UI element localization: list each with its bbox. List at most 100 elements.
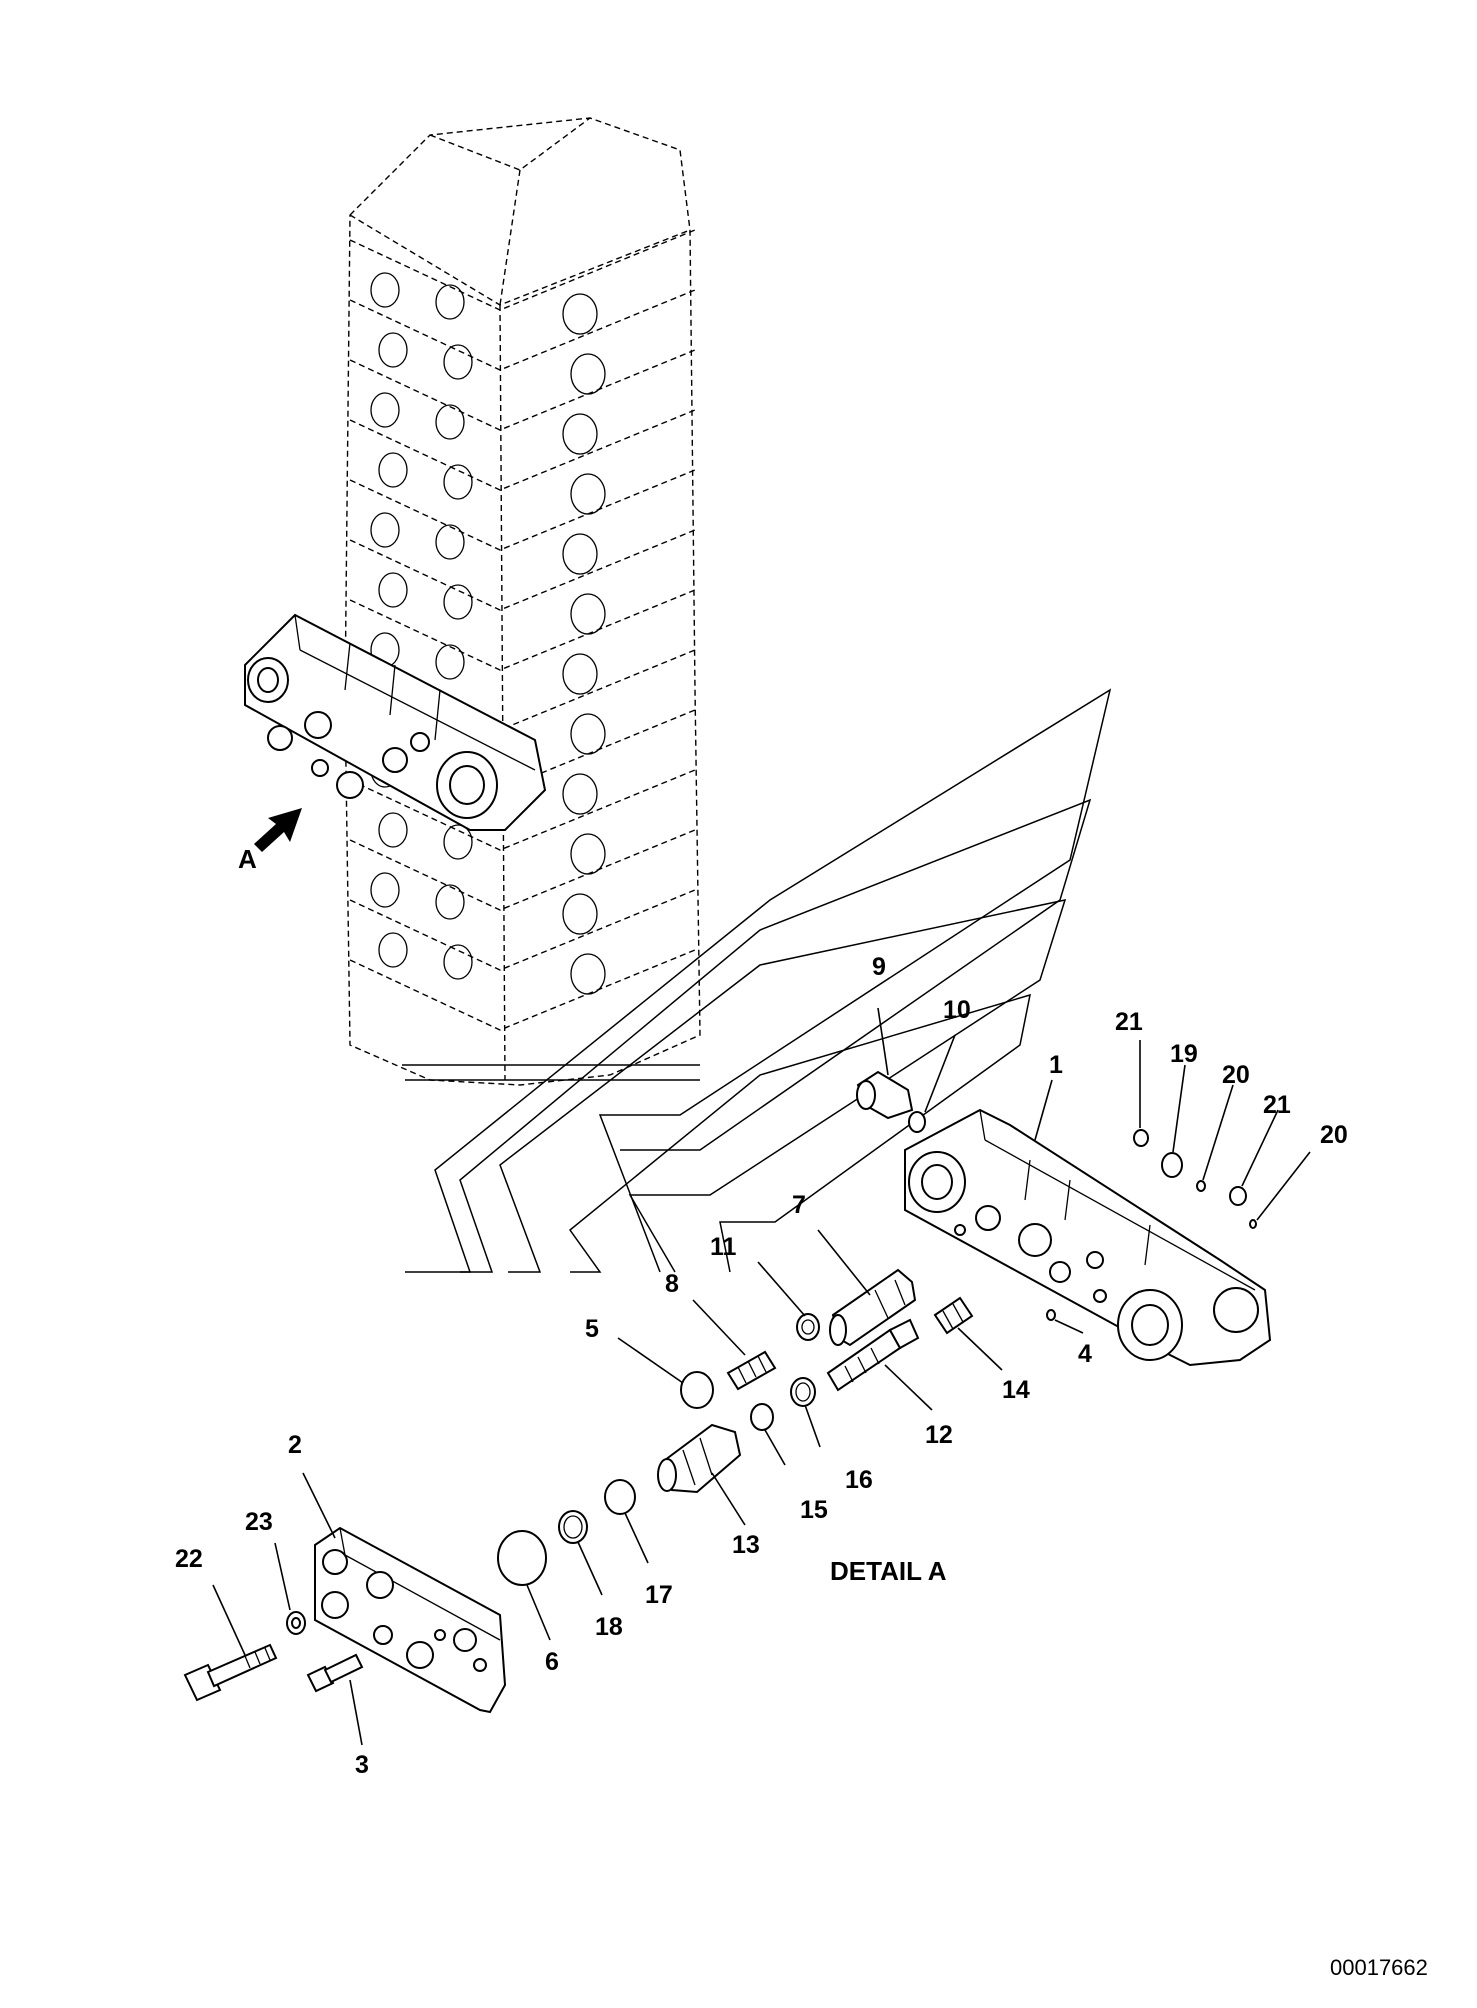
- part-11-ring: [796, 1313, 820, 1341]
- body-port-hole: [570, 713, 606, 755]
- part-1-block: [904, 1108, 1272, 1367]
- callout-2: 2: [288, 1431, 302, 1459]
- callout-10: 10: [943, 996, 971, 1024]
- body-slice-line: [349, 889, 696, 971]
- callout-23: 23: [245, 1508, 273, 1536]
- part-8-spring: [726, 1350, 777, 1391]
- body-port-hole: [435, 284, 465, 320]
- body-port-hole: [378, 332, 408, 368]
- part-16-ring: [790, 1377, 816, 1407]
- callout-12: 12: [925, 1421, 953, 1449]
- body-port-hole: [443, 584, 473, 620]
- part-21-ring-a: [1133, 1129, 1149, 1147]
- body-port-hole: [435, 884, 465, 920]
- callout-17: 17: [645, 1581, 673, 1609]
- part-6-oring: [497, 1530, 547, 1586]
- body-slice-line: [349, 469, 696, 551]
- callout-18: 18: [595, 1613, 623, 1641]
- part-22-bolt: [183, 1643, 278, 1702]
- body-slice-line: [349, 529, 696, 611]
- body-port-hole: [570, 473, 606, 515]
- part-20-ring-b: [1249, 1219, 1257, 1229]
- part-13-plug: [657, 1423, 742, 1494]
- part-17-oring: [604, 1479, 636, 1515]
- body-port-hole: [370, 512, 400, 548]
- part-20-ring-a: [1196, 1180, 1206, 1192]
- body-slice-line: [349, 229, 696, 311]
- callout-6: 6: [545, 1648, 559, 1676]
- view-arrow-a: A: [238, 808, 302, 874]
- part-10-oring: [908, 1111, 926, 1133]
- body-port-hole: [562, 413, 598, 455]
- callout-19: 19: [1170, 1040, 1198, 1068]
- body-port-hole: [570, 353, 606, 395]
- part-4-ring: [1046, 1309, 1056, 1321]
- part-3-bolt: [306, 1653, 364, 1693]
- body-slice-line: [349, 829, 696, 911]
- body-port-hole: [443, 944, 473, 980]
- part-5-seal: [680, 1371, 714, 1409]
- body-slice-line: [349, 949, 696, 1031]
- body-port-hole: [562, 653, 598, 695]
- mounted-valve-block: [244, 613, 547, 831]
- part-7-spool: [829, 1268, 917, 1347]
- callout-20-b: 20: [1320, 1121, 1348, 1149]
- body-slice-line: [349, 349, 696, 431]
- body-slice-line: [349, 289, 696, 371]
- part-21-ring-b: [1229, 1186, 1247, 1206]
- callout-11: 11: [710, 1233, 737, 1261]
- leader-lines: [212, 1007, 1311, 1746]
- body-port-hole: [370, 272, 400, 308]
- body-port-hole: [562, 893, 598, 935]
- body-port-hole: [378, 932, 408, 968]
- callout-14: 14: [1002, 1376, 1030, 1404]
- callout-22: 22: [175, 1545, 203, 1573]
- body-port-hole: [443, 824, 473, 860]
- body-port-hole: [435, 644, 465, 680]
- body-port-hole: [378, 812, 408, 848]
- body-port-hole: [562, 293, 598, 335]
- callout-8: 8: [665, 1270, 679, 1298]
- body-port-hole: [562, 773, 598, 815]
- callout-21-b: 21: [1263, 1091, 1291, 1119]
- body-port-hole: [570, 953, 606, 995]
- body-slice-line: [349, 589, 696, 671]
- callout-7: 7: [792, 1191, 806, 1219]
- body-port-hole: [378, 572, 408, 608]
- part-9-plug: [856, 1070, 914, 1120]
- callout-21-a: 21: [1115, 1008, 1143, 1036]
- part-12-stem: [826, 1318, 920, 1392]
- body-port-hole: [570, 833, 606, 875]
- body-slice-line: [349, 769, 696, 851]
- part-14-spring: [933, 1296, 974, 1335]
- body-port-hole: [570, 593, 606, 635]
- callout-3: 3: [355, 1751, 369, 1779]
- part-15-oring: [750, 1403, 774, 1431]
- callout-5: 5: [585, 1315, 599, 1343]
- control-valve-body: [344, 117, 701, 1086]
- callout-20-a: 20: [1222, 1061, 1250, 1089]
- part-19-ring: [1161, 1152, 1183, 1178]
- callout-numbers: 1 2 3 4 5 6 7 8 9 10 11 12 13 14 15 16 1…: [175, 953, 1348, 1779]
- callout-9: 9: [872, 953, 886, 981]
- callout-16: 16: [845, 1466, 873, 1494]
- view-label: A: [238, 844, 257, 874]
- body-port-hole: [562, 533, 598, 575]
- drawing-number: 00017662: [1330, 1955, 1428, 1980]
- watermark-logo: [402, 688, 1112, 1273]
- body-port-hole: [370, 392, 400, 428]
- callout-15: 15: [800, 1496, 828, 1524]
- callout-4: 4: [1078, 1340, 1092, 1368]
- body-port-hole: [443, 344, 473, 380]
- body-port-hole: [370, 872, 400, 908]
- detail-title: DETAIL A: [830, 1556, 947, 1586]
- body-slice-line: [349, 409, 696, 491]
- body-port-hole: [435, 404, 465, 440]
- part-2-cover: [314, 1526, 507, 1714]
- body-port-hole: [443, 464, 473, 500]
- body-port-hole: [435, 524, 465, 560]
- callout-13: 13: [732, 1531, 760, 1559]
- detail-a-parts: [183, 1070, 1272, 1714]
- body-port-hole: [378, 452, 408, 488]
